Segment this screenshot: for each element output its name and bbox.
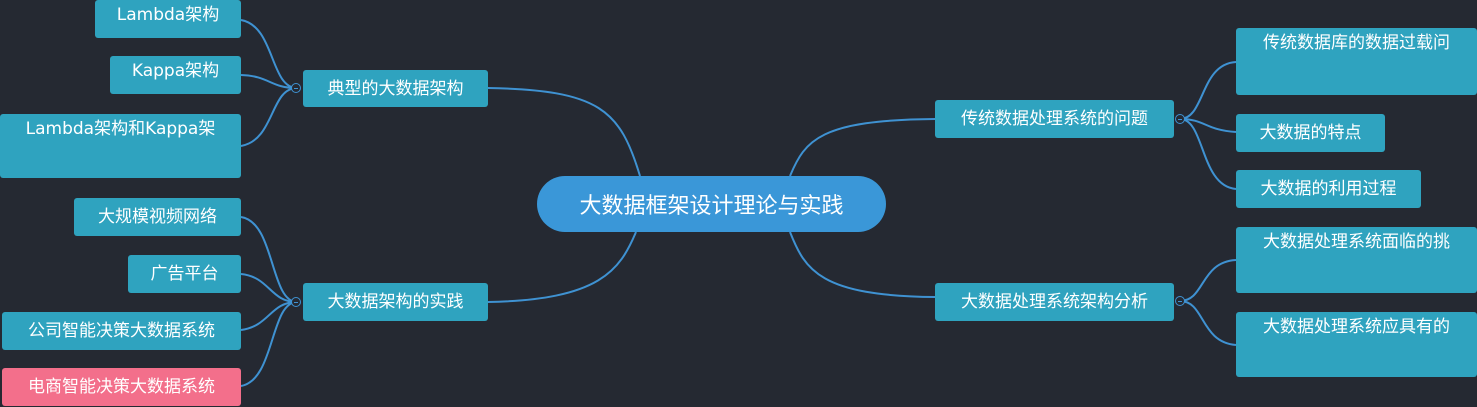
link-center-analysis [789, 231, 936, 298]
topic-practice-label: 大数据架构的实践 [327, 292, 464, 312]
collapse-analysis-icon[interactable] [1175, 296, 1185, 306]
link-typical-both [240, 87, 298, 147]
leaf-ad-platform[interactable]: 广告平台 [128, 255, 241, 293]
leaf-requirements-label: 大数据处理系统应具有的 [1263, 317, 1450, 337]
leaf-db-overload-label: 传统数据库的数据过载问 [1263, 33, 1450, 53]
topic-typical-label: 典型的大数据架构 [327, 78, 464, 99]
leaf-kappa-label: Kappa架构 [131, 61, 220, 81]
link-problems-overload [1179, 61, 1237, 120]
link-analysis-challenge [1179, 259, 1237, 302]
leaf-video-network[interactable]: 大规模视频网络 [74, 198, 241, 236]
link-practice-ecommerce [240, 301, 298, 387]
link-problems-features [1179, 118, 1237, 133]
leaf-lambda-label: Lambda架构 [116, 5, 220, 25]
collapse-problems-icon[interactable] [1175, 114, 1185, 124]
leaf-lambda[interactable]: Lambda架构 [95, 0, 241, 38]
link-center-practice [487, 231, 637, 303]
leaf-kappa[interactable]: Kappa架构 [110, 56, 241, 94]
link-practice-company [240, 301, 298, 331]
link-center-typical [487, 87, 641, 177]
topic-typical-architecture[interactable]: 典型的大数据架构 [303, 70, 488, 107]
leaf-usage-label: 大数据的利用过程 [1260, 179, 1397, 199]
leaf-lambda-kappa-label: Lambda架构和Kappa架 [25, 119, 216, 139]
leaf-ecommerce-decision[interactable]: 电商智能决策大数据系统 [2, 368, 241, 406]
leaf-ad-label: 广告平台 [150, 264, 219, 284]
topic-architecture-practice[interactable]: 大数据架构的实践 [303, 283, 488, 321]
link-practice-ads [240, 273, 298, 303]
link-practice-video [240, 216, 298, 303]
leaf-company-decision[interactable]: 公司智能决策大数据系统 [2, 312, 241, 350]
central-topic[interactable]: 大数据框架设计理论与实践 [537, 176, 886, 232]
topic-problems-label: 传统数据处理系统的问题 [961, 109, 1148, 129]
leaf-system-challenges[interactable]: 大数据处理系统面临的挑 [1236, 227, 1477, 293]
topic-analysis-label: 大数据处理系统架构分析 [961, 292, 1148, 312]
leaf-db-overload[interactable]: 传统数据库的数据过载问 [1236, 28, 1477, 95]
collapse-practice-icon[interactable] [291, 297, 301, 307]
leaf-company-label: 公司智能决策大数据系统 [28, 321, 215, 341]
leaf-bigdata-features[interactable]: 大数据的特点 [1236, 114, 1385, 152]
collapse-typical-icon[interactable] [291, 83, 301, 93]
leaf-challenges-label: 大数据处理系统面临的挑 [1263, 232, 1450, 252]
link-center-problems [789, 118, 936, 177]
topic-system-analysis[interactable]: 大数据处理系统架构分析 [935, 283, 1174, 321]
link-analysis-should [1179, 300, 1237, 346]
leaf-bigdata-usage[interactable]: 大数据的利用过程 [1236, 170, 1421, 208]
leaf-system-requirements[interactable]: 大数据处理系统应具有的 [1236, 312, 1477, 377]
leaf-lambda-kappa[interactable]: Lambda架构和Kappa架 [0, 114, 241, 178]
central-topic-label: 大数据框架设计理论与实践 [579, 194, 844, 219]
leaf-features-label: 大数据的特点 [1259, 123, 1362, 143]
link-problems-usage [1179, 118, 1237, 190]
leaf-video-label: 大规模视频网络 [98, 207, 217, 227]
leaf-ecommerce-label: 电商智能决策大数据系统 [28, 377, 215, 397]
link-typical-lambda [240, 19, 298, 89]
link-typical-kappa [240, 74, 298, 89]
topic-traditional-problems[interactable]: 传统数据处理系统的问题 [935, 100, 1174, 138]
